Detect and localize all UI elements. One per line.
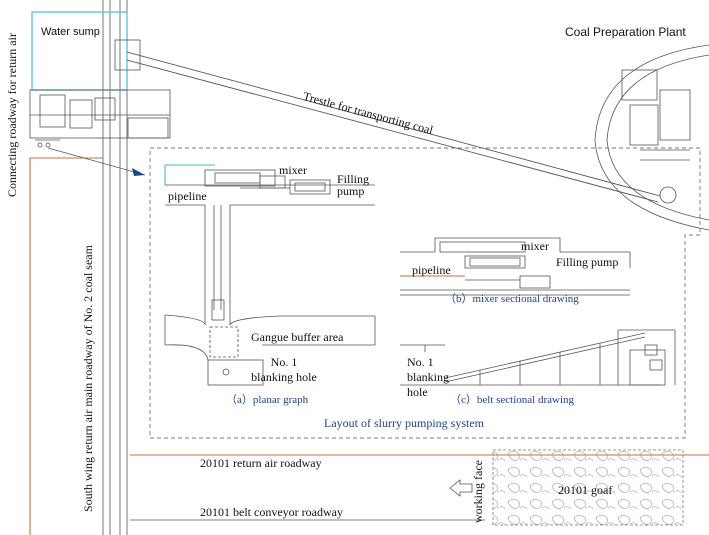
south-wing-roadway-lines xyxy=(102,0,128,535)
goaf-label: 20101 goaf xyxy=(558,483,613,497)
belt-sectional-drawing xyxy=(400,329,676,386)
gangue-buffer-label: Gangue buffer area xyxy=(251,330,344,344)
south-wing-roadway-label: South wing return air main roadway of No… xyxy=(81,245,95,512)
return-air-roadway-label: 20101 return air roadway xyxy=(200,456,322,470)
mixer-sectional-drawing xyxy=(400,237,631,296)
pipeline-label-b: pipeline xyxy=(412,263,451,277)
water-sump-complex xyxy=(29,11,171,148)
caption-a: （a）planar graph xyxy=(226,394,309,406)
coal-prep-plant-label: Coal Preparation Plant xyxy=(565,25,686,39)
blanking-hole-label-c: No. 1 blanking hole xyxy=(407,355,449,399)
mixer-label-a: mixer xyxy=(279,163,307,177)
water-sump-label: Water sump xyxy=(41,26,100,38)
connecting-roadway-label: Connecting roadway for return air xyxy=(5,33,19,197)
caption-b: （b）mixer sectional drawing xyxy=(445,293,579,305)
blanking-hole-label-a: No. 1 blanking hole xyxy=(251,355,317,384)
goaf-area xyxy=(492,449,684,526)
pipeline-label-a: pipeline xyxy=(168,189,207,203)
working-face-arrow xyxy=(449,479,473,497)
caption-c: （c）belt sectional drawing xyxy=(450,394,575,406)
belt-conveyor-roadway-label: 20101 belt conveyor roadway xyxy=(200,505,343,519)
coal-preparation-plant xyxy=(594,44,709,231)
planar-graph xyxy=(164,164,376,386)
mixer-label-b: mixer xyxy=(521,239,549,253)
trestle-lines xyxy=(126,51,661,203)
filling-pump-label-b: Filling pump xyxy=(556,255,619,269)
pointer-arrow xyxy=(47,147,146,176)
layout-title: Layout of slurry pumping system xyxy=(324,416,484,430)
filling-pump-label-a: Filling pump xyxy=(337,172,370,198)
layout-dashed-box xyxy=(149,147,701,439)
working-face-label: working face xyxy=(471,460,485,523)
